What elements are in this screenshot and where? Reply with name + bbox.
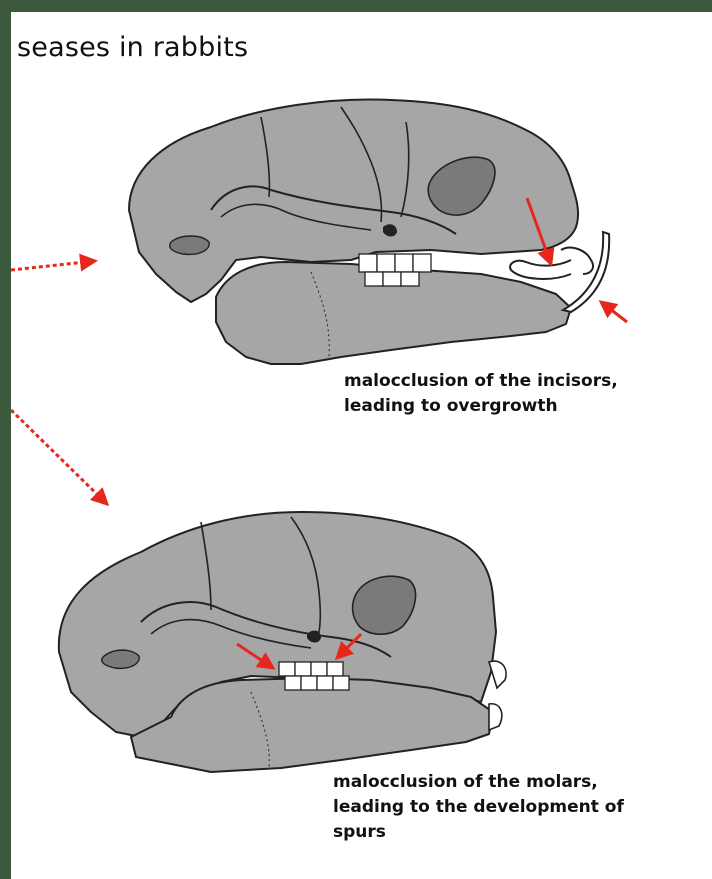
caption-incisors: malocclusion of the incisors, leading to… [344, 369, 618, 419]
caption-molars: malocclusion of the molars, leading to t… [333, 770, 624, 845]
skull-bottom-molars [279, 662, 349, 690]
dotted-arrow-lower [11, 410, 107, 504]
slide: seases in rabbits [11, 12, 712, 879]
skull-top-overgrown-incisor-curl [510, 260, 571, 279]
caption-molars-line1: malocclusion of the molars, [333, 770, 624, 795]
skull-molars [59, 512, 506, 772]
caption-incisors-line2: leading to overgrowth [344, 394, 618, 419]
diagram-art [11, 12, 712, 879]
dotted-arrow-upper [11, 261, 95, 270]
caption-molars-line3: spurs [333, 820, 624, 845]
skull-incisors [129, 99, 609, 364]
arrow-to-lower-incisor [601, 302, 627, 322]
skull-bottom-incisors [489, 661, 506, 730]
caption-incisors-line1: malocclusion of the incisors, [344, 369, 618, 394]
caption-molars-line2: leading to the development of [333, 795, 624, 820]
